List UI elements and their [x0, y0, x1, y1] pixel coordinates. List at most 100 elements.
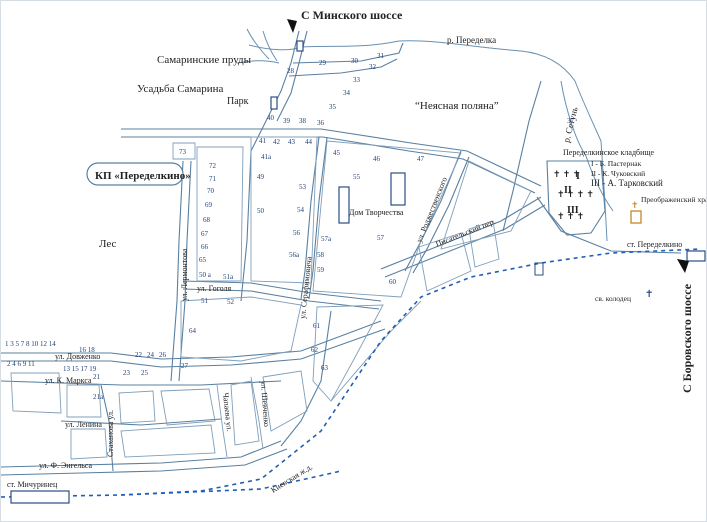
building-center — [390, 172, 406, 206]
house-row-top: 1 3 5 7 8 10 12 14 — [5, 340, 56, 348]
house-57a: 57а — [321, 235, 332, 243]
river-peredelka — [248, 40, 608, 242]
road-pisatelskiy-2 — [384, 204, 546, 278]
kp-label: КП «Переделкино» — [95, 170, 191, 182]
house-31: 31 — [377, 52, 385, 60]
samarin-ponds-label: Самаринские пруды — [157, 54, 252, 66]
street-dovzhenko: ул. Довженко — [55, 352, 100, 361]
house-50a: 50 а — [199, 271, 212, 279]
street-lermontova: ул. Лермонтова — [180, 248, 189, 301]
road-chapaeva — [216, 384, 228, 458]
house-28: 28 — [287, 67, 295, 75]
house-30: 30 — [351, 57, 359, 65]
road-shevchenko — [250, 376, 264, 450]
park-label: Парк — [227, 96, 249, 107]
block-south1 — [180, 296, 302, 362]
street-k-marksa: ул. К. Маркса — [45, 376, 92, 385]
block-east — [440, 160, 532, 250]
grave-1-mark: I — [576, 171, 580, 182]
street-stahanova: Стаханова ул. — [106, 410, 115, 457]
station-michurinets-label: ст. Мичуринец — [7, 480, 58, 489]
house-row-mid: 2 4 6 9 11 — [7, 360, 35, 368]
street-shevchenko: ул. Шевченко — [259, 381, 271, 428]
house-42: 42 — [273, 138, 281, 146]
house-50: 50 — [257, 207, 265, 215]
cemetery-crosses-2: ✝ ✝ ✝ ✝ — [557, 189, 594, 199]
house-creativity-label: Дом Творчества — [349, 208, 404, 217]
grave-2-label: II - К. Чуковский — [591, 169, 645, 178]
house-73: 73 — [179, 148, 187, 156]
house-58: 58 — [317, 251, 325, 259]
station-peredelkino-building — [686, 250, 706, 262]
house-row-top2: 16 18 — [79, 346, 95, 354]
house-68: 68 — [203, 216, 211, 224]
kp-badge — [86, 162, 184, 186]
forest-label: Лес — [99, 238, 117, 250]
road-kp-top — [121, 128, 542, 187]
cemetery-label: Переделкинское кладбище — [563, 148, 655, 157]
house-51a: 51а — [223, 273, 234, 281]
building-dom-tvorchestva — [338, 186, 350, 224]
road-serafimovicha-2 — [308, 136, 328, 300]
road-northeast — [292, 42, 404, 64]
block-sw5 — [70, 428, 108, 460]
house-23: 23 — [123, 369, 131, 377]
road-engelsa-2 — [1, 448, 288, 476]
building-north — [296, 40, 304, 52]
house-21: 21 — [93, 373, 101, 381]
road-lenina — [60, 418, 222, 426]
road-dovzhenko-2 — [1, 328, 386, 368]
street-chapaeva: Чапаева ул. — [221, 392, 234, 432]
house-54: 54 — [297, 206, 305, 214]
railway-branch — [120, 470, 342, 496]
house-29: 29 — [319, 59, 327, 67]
house-43: 43 — [288, 138, 296, 146]
road-gogolya-2 — [182, 288, 380, 310]
railway-kievskaya — [1, 248, 702, 498]
church-building — [630, 210, 642, 224]
road-north-main — [240, 30, 300, 302]
grave-3-label: III - А. Тарковский — [591, 178, 663, 188]
street-lenina: ул. Ленина — [65, 420, 102, 429]
house-62: 62 — [311, 346, 319, 354]
house-60: 60 — [389, 278, 397, 286]
church-icon: ✝ — [631, 200, 639, 210]
block-sw4 — [160, 388, 216, 426]
block-sw6 — [120, 424, 216, 458]
house-35: 35 — [329, 103, 337, 111]
house-24: 24 — [147, 351, 155, 359]
pond-stream — [236, 28, 280, 64]
block-73 — [172, 142, 196, 160]
house-61: 61 — [313, 322, 321, 330]
house-56a: 56а — [289, 251, 300, 259]
station-peredelkino-label: ст. Переделкино — [627, 240, 682, 249]
arrow-borovsk-icon — [677, 259, 689, 273]
house-37: 37 — [567, 117, 575, 125]
house-66: 66 — [201, 243, 209, 251]
house-49: 49 — [257, 173, 265, 181]
house-38: 38 — [299, 117, 307, 125]
block-sw7 — [230, 380, 260, 446]
road-lermontova — [170, 160, 184, 382]
station-michurinets-building — [10, 490, 70, 504]
spring-label: св. колодец — [595, 294, 631, 303]
samarin-estate-label: Усадьба Самарина — [137, 83, 223, 95]
house-36: 36 — [317, 119, 325, 127]
river-peredelka-label: р. Переделка — [447, 35, 496, 45]
block-sw3 — [118, 390, 156, 424]
road-stahanova — [100, 384, 114, 472]
block-sw2 — [66, 384, 102, 418]
house-65: 65 — [199, 256, 207, 264]
house-57: 57 — [377, 234, 385, 242]
house-67: 67 — [201, 230, 209, 238]
minsk-highway-label: С Минского шоссе — [301, 8, 403, 22]
block-sw1 — [10, 372, 62, 414]
bridge-marker — [534, 262, 544, 276]
block-sw8 — [262, 370, 308, 432]
spring-icon: ✝ — [645, 289, 653, 300]
house-39: 39 — [283, 117, 291, 125]
house-70: 70 — [207, 187, 215, 195]
road-serafimovicha — [300, 136, 320, 300]
grave-2-mark: II — [564, 185, 572, 196]
